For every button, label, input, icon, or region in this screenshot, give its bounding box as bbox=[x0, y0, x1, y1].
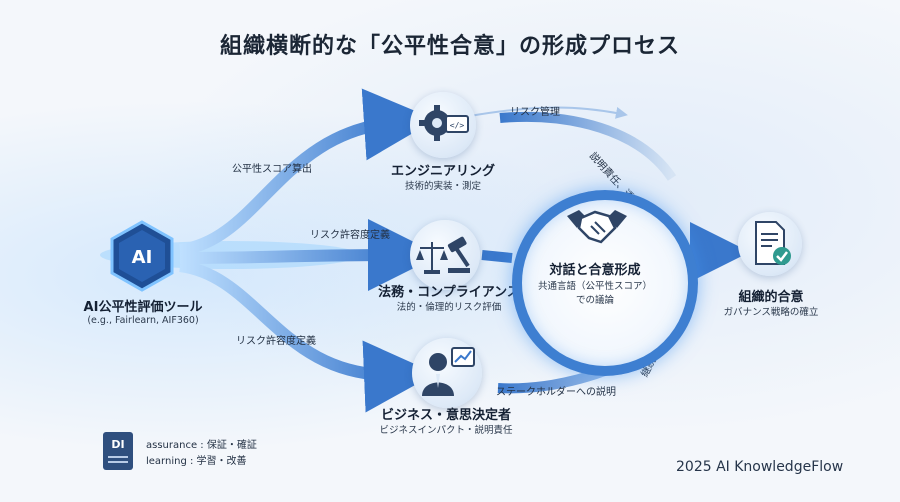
business-title: ビジネス・意思決定者 bbox=[380, 408, 511, 423]
engineering-title: エンジニアリング bbox=[390, 164, 495, 179]
footer-credit: 2025 AI KnowledgeFlow bbox=[676, 459, 844, 475]
ai-chip-label: AI bbox=[132, 247, 153, 268]
center-line2: での議論 bbox=[575, 295, 614, 306]
svg-text:</>: </> bbox=[450, 121, 465, 130]
gear-code-icon: </> bbox=[419, 105, 469, 141]
legal-subtitle: 法的・倫理的リスク評価 bbox=[396, 302, 502, 313]
handshake-icon bbox=[567, 210, 627, 244]
book-icon: DI bbox=[103, 432, 133, 470]
edge-label-stakeholder: ステークホルダーへの説明 bbox=[496, 387, 616, 398]
edge-to-engineering bbox=[179, 88, 436, 256]
source-subtitle: (e.g., Fairlearn, AIF360) bbox=[87, 315, 199, 326]
business-subtitle: ビジネスインパクト・説明責任 bbox=[379, 425, 513, 436]
legal-icon-bg bbox=[410, 220, 480, 290]
page-title: 組織横断的な「公平性合意」の形成プロセス bbox=[219, 34, 680, 59]
edge-to-business bbox=[179, 260, 436, 413]
document-check-icon bbox=[755, 221, 791, 265]
edge-label-risk-management: リスク管理 bbox=[510, 107, 560, 118]
engineering-subtitle: 技術的実装・測定 bbox=[404, 181, 481, 192]
edge-label-risk-middle: リスク許容度定義 bbox=[310, 230, 390, 241]
edge-label-score: 公平性スコア算出 bbox=[232, 164, 312, 175]
center-title: 対話と合意形成 bbox=[549, 263, 641, 278]
center-line1: 共通言語（公平性スコア） bbox=[537, 281, 652, 292]
outcome-icon-bg bbox=[738, 212, 802, 276]
edge-label-risk-bottom: リスク許容度定義 bbox=[236, 336, 316, 347]
edge-to-legal bbox=[179, 219, 440, 292]
source-title: AI公平性評価ツール bbox=[83, 300, 203, 315]
engineering-icon-bg: </> bbox=[410, 92, 476, 158]
legal-title: 法務・コンプライアンス bbox=[378, 285, 520, 300]
outcome-title: 組織的合意 bbox=[738, 290, 804, 305]
business-icon-bg bbox=[412, 338, 482, 408]
gavel-scale-icon bbox=[416, 236, 470, 274]
businessman-chart-icon bbox=[422, 347, 475, 396]
book-icon-label: DI bbox=[111, 438, 125, 451]
edge-eng-right bbox=[499, 111, 677, 181]
ai-chip-icon: AI bbox=[110, 220, 174, 292]
legend-line2: learning : 学習・改善 bbox=[146, 456, 247, 467]
legend-line1: assurance : 保証・確証 bbox=[146, 440, 257, 451]
outcome-subtitle: ガバナンス戦略の確立 bbox=[723, 307, 819, 318]
